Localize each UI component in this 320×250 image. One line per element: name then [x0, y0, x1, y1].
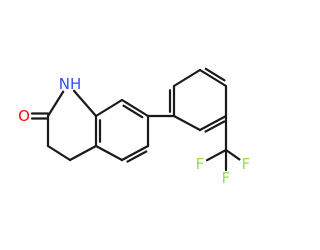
bond-c3-c4 [46, 144, 72, 162]
bond-c6-c5 [120, 144, 150, 162]
bond-a5-a6-inner [204, 120, 226, 133]
bond-c5-c4a [94, 144, 124, 162]
bond-a5-a6 [198, 114, 228, 132]
bond-c-f3 [224, 148, 241, 161]
bond-n-c8a [72, 89, 98, 118]
bond-c8a-c8 [94, 98, 124, 118]
bond-c8-c7 [120, 98, 150, 118]
bond-a3-a4 [198, 68, 228, 88]
bond-c6-c5-inner [126, 150, 148, 163]
bond-c8-c7-inner [122, 104, 144, 119]
atom-label-fluorine-3: F [242, 155, 250, 173]
bond-lines [30, 67, 241, 172]
atom-label-oxygen: O [18, 107, 30, 125]
bond-c4-c4a [68, 144, 98, 162]
atom-label-fluorine-1: F [222, 169, 231, 187]
bond-a2-a3 [172, 68, 202, 88]
bond-c-f2 [205, 148, 228, 162]
atom-label-fluorine-2: F [196, 155, 205, 173]
bond-a3-a4-inner [204, 67, 226, 82]
bond-a6-a1 [172, 114, 202, 132]
atom-label-nitrogen: NH [59, 75, 82, 93]
bond-n-c2 [46, 90, 65, 118]
